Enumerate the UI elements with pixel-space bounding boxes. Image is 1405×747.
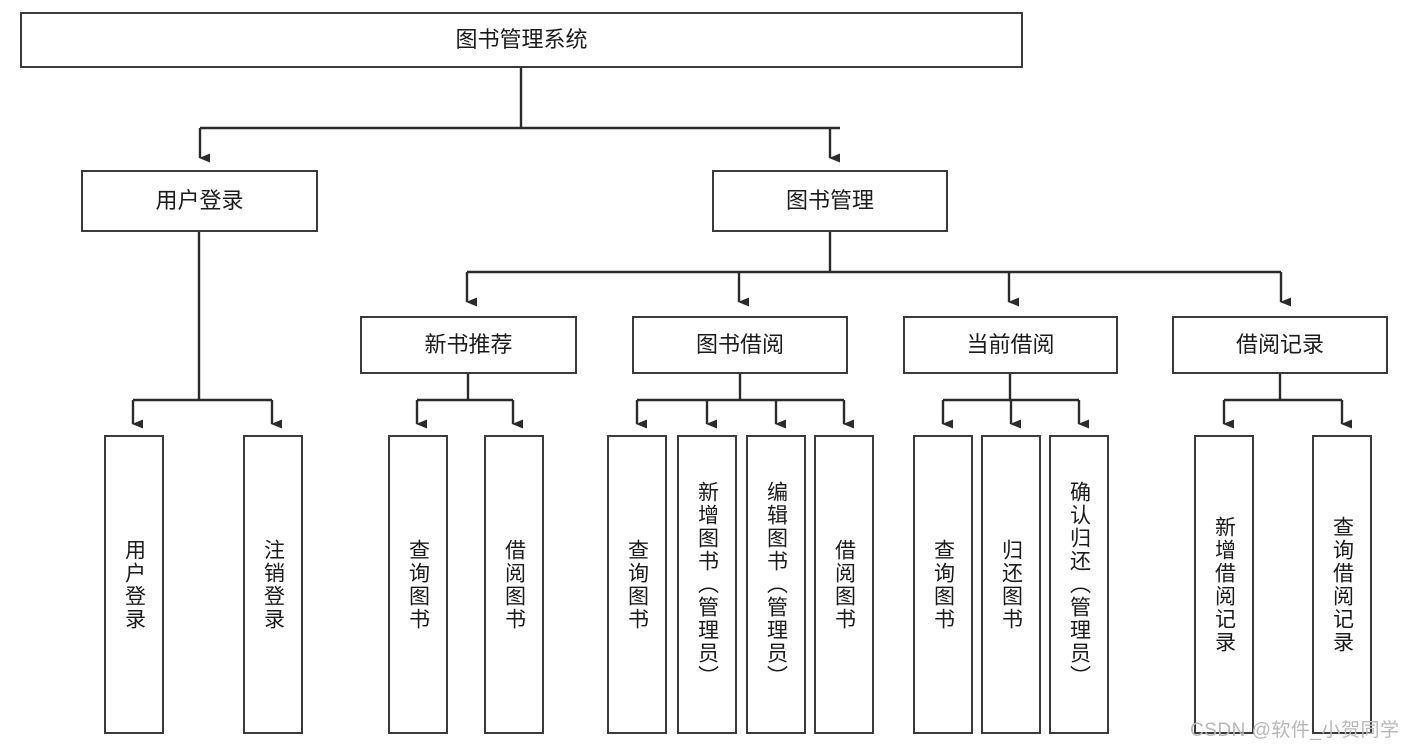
leaf-user-login-logout[interactable]: 注销登录 — [243, 435, 303, 734]
node-label: 借阅记录 — [1235, 331, 1324, 357]
node-label: 归还图书 — [999, 538, 1023, 631]
node-book-management[interactable]: 图书管理 — [712, 170, 948, 232]
node-book-borrow[interactable]: 图书借阅 — [632, 316, 848, 374]
node-current-borrow[interactable]: 当前借阅 — [903, 316, 1118, 374]
node-label: 图书管理 — [785, 187, 874, 213]
node-label: 查询借阅记录 — [1330, 515, 1354, 654]
leaf-recommend-query-book[interactable]: 查询图书 — [388, 435, 448, 734]
node-label: 查询图书 — [625, 538, 649, 631]
node-label: 注销登录 — [261, 538, 285, 631]
leaf-borrow-edit-book-admin[interactable]: 编辑图书（管理员） — [746, 435, 806, 734]
leaf-borrow-query-book[interactable]: 查询图书 — [607, 435, 667, 734]
node-new-book-recommend[interactable]: 新书推荐 — [360, 316, 577, 374]
leaf-current-confirm-return-admin[interactable]: 确认归还（管理员） — [1049, 435, 1109, 734]
node-label: 查询图书 — [406, 538, 430, 631]
leaf-recommend-borrow-book[interactable]: 借阅图书 — [484, 435, 544, 734]
node-label: 借阅图书 — [832, 538, 856, 631]
leaf-borrow-borrow-book[interactable]: 借阅图书 — [814, 435, 874, 734]
leaf-borrow-add-book-admin[interactable]: 新增图书（管理员） — [677, 435, 737, 734]
node-label: 新增图书（管理员） — [695, 481, 719, 688]
node-label: 新增借阅记录 — [1212, 515, 1236, 654]
leaf-record-query-borrow-record[interactable]: 查询借阅记录 — [1312, 435, 1372, 734]
node-label: 新书推荐 — [424, 331, 513, 357]
node-label: 用户登录 — [155, 187, 244, 213]
node-label: 用户登录 — [122, 538, 146, 631]
leaf-current-query-book[interactable]: 查询图书 — [913, 435, 973, 734]
node-label: 确认归还（管理员） — [1067, 481, 1091, 688]
node-user-login[interactable]: 用户登录 — [81, 170, 318, 232]
node-label: 借阅图书 — [502, 538, 526, 631]
node-label: 图书管理系统 — [455, 26, 588, 52]
node-label: 当前借阅 — [966, 331, 1055, 357]
leaf-current-return-book[interactable]: 归还图书 — [981, 435, 1041, 734]
node-borrow-record[interactable]: 借阅记录 — [1172, 316, 1388, 374]
node-root-book-management-system[interactable]: 图书管理系统 — [20, 12, 1023, 68]
leaf-record-add-borrow-record[interactable]: 新增借阅记录 — [1194, 435, 1254, 734]
node-label: 查询图书 — [931, 538, 955, 631]
node-label: 编辑图书（管理员） — [764, 481, 788, 688]
node-label: 图书借阅 — [695, 331, 784, 357]
leaf-user-login-login[interactable]: 用户登录 — [104, 435, 164, 734]
